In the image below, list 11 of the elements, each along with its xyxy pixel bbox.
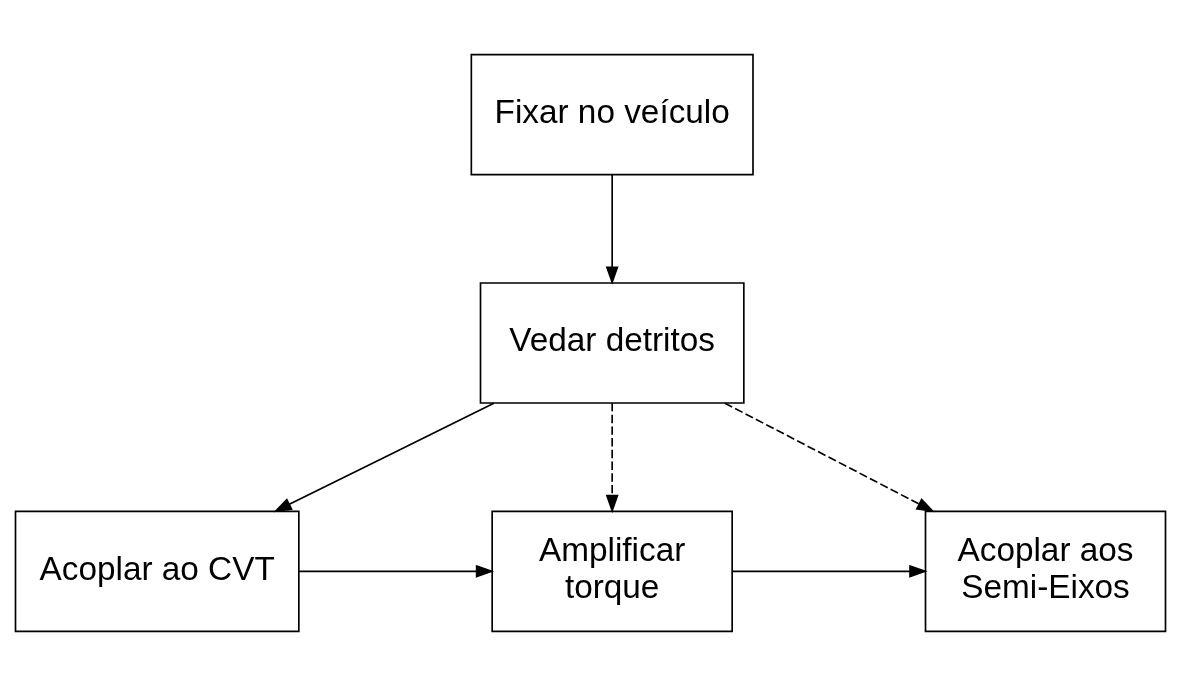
node-box: Acoplar aos Semi-Eixos	[924, 510, 1167, 633]
node-box: Acoplar ao CVT	[14, 510, 300, 633]
arrow	[605, 402, 619, 514]
arrow	[273, 402, 495, 513]
arrow	[298, 564, 495, 578]
node-box: Amplificar torque	[491, 510, 733, 633]
node-box: Vedar detritos	[479, 282, 745, 404]
arrow	[605, 174, 619, 285]
node-box: Fixar no veículo	[470, 53, 754, 176]
arrow	[731, 564, 928, 578]
arrow	[724, 402, 935, 513]
